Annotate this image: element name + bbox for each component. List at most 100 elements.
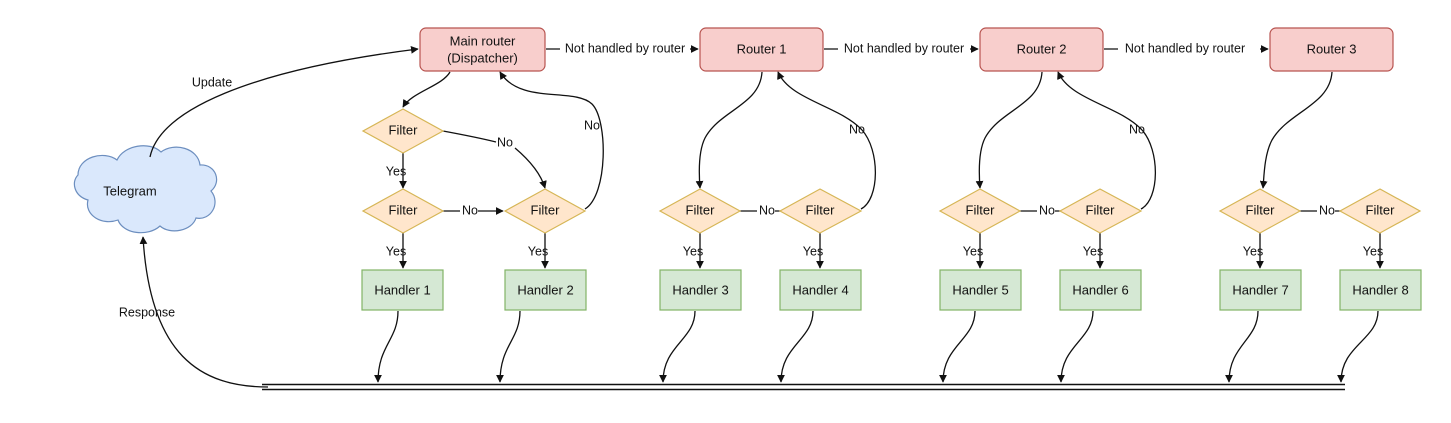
edge-label-update: Update [192, 75, 232, 89]
edge-handler5-to-bus [939, 310, 976, 383]
edge-router1-to-filter-left [695, 71, 763, 189]
cloud-shape [73, 145, 218, 234]
edge-filter-top-no-to-filter-right [442, 130, 545, 188]
filter-main-left-shape [361, 188, 445, 234]
edge-router2-to-filter-left [975, 71, 1043, 189]
handler-2-label: Handler 2 [517, 282, 573, 297]
router-2-label: Router 2 [1017, 41, 1067, 56]
edge-label-no-r1-mid: No [759, 203, 775, 217]
edge-label-no-main-return: No [584, 118, 600, 132]
handler-7-label: Handler 7 [1232, 282, 1288, 297]
edge-handler6-to-bus [1057, 310, 1094, 383]
edge-label-yes-2: Yes [386, 244, 406, 258]
edge-handler8-to-bus [1337, 310, 1379, 383]
handler-6-label: Handler 6 [1072, 282, 1128, 297]
handler-5-label: Handler 5 [952, 282, 1008, 297]
edge-label-no-r3-mid: No [1319, 203, 1335, 217]
filter-r3-left-label: Filter [1246, 202, 1276, 217]
main-router-shape [419, 27, 546, 72]
filter-main-right-label: Filter [531, 202, 561, 217]
filter-r3-right-node[interactable]: Filter [1338, 188, 1422, 234]
edge-label-yes-4: Yes [683, 244, 703, 258]
handler-1-node[interactable]: Handler 1 [361, 269, 444, 311]
edge-label-yes-3: Yes [528, 244, 548, 258]
edge-label-yes-5: Yes [803, 244, 823, 258]
filter-main-left-node[interactable]: Filter [361, 188, 445, 234]
edge-label-not-handled-1: Not handled by router [565, 41, 685, 55]
edge-handler2-to-bus [496, 310, 521, 383]
edge-handler1-to-bus [374, 310, 399, 383]
router-2-node[interactable]: Router 2 [979, 27, 1104, 72]
edge-filter-main-right-to-main [499, 71, 604, 210]
filter-main-right-node[interactable]: Filter [503, 188, 587, 234]
filter-main-top-label: Filter [389, 122, 419, 137]
filter-main-top-shape [361, 108, 445, 154]
filter-r1-right-label: Filter [806, 202, 836, 217]
handler-8-node[interactable]: Handler 8 [1339, 269, 1422, 311]
edge-update [149, 46, 419, 158]
edge-label-no-main-top: No [497, 135, 513, 149]
edge-filter-r1-right-to-router1 [777, 71, 877, 210]
router-1-node[interactable]: Router 1 [699, 27, 824, 72]
filter-r2-left-label: Filter [966, 202, 996, 217]
router-3-node[interactable]: Router 3 [1269, 27, 1394, 72]
handler-6-shape [1059, 269, 1142, 311]
filter-r1-right-node[interactable]: Filter [778, 188, 863, 234]
edge-label-not-handled-3: Not handled by router [1125, 41, 1245, 55]
handler-6-node[interactable]: Handler 6 [1059, 269, 1142, 311]
edge-label-yes-1: Yes [386, 164, 406, 178]
filter-r2-left-node[interactable]: Filter [938, 188, 1022, 234]
filter-r1-left-shape [658, 188, 742, 234]
handler-4-node[interactable]: Handler 4 [779, 269, 862, 311]
filter-main-left-label: Filter [389, 202, 419, 217]
handler-1-shape [361, 269, 444, 311]
filter-r3-left-node[interactable]: Filter [1218, 188, 1302, 234]
router-1-label: Router 1 [737, 41, 787, 56]
main-router-node[interactable]: Main router (Dispatcher) [419, 27, 546, 72]
handler-5-node[interactable]: Handler 5 [939, 269, 1022, 311]
filter-main-right-shape [503, 188, 587, 234]
edge-label-response: Response [119, 305, 175, 319]
handler-3-shape [659, 269, 742, 311]
edge-response [139, 236, 269, 388]
handler-7-node[interactable]: Handler 7 [1219, 269, 1302, 311]
filter-r1-left-label: Filter [686, 202, 716, 217]
filter-r1-left-node[interactable]: Filter [658, 188, 742, 234]
handler-8-shape [1339, 269, 1422, 311]
edge-label-yes-8: Yes [1243, 244, 1263, 258]
main-router-label-line2: (Dispatcher) [447, 50, 518, 65]
filter-r3-right-label: Filter [1366, 202, 1396, 217]
edge-filter-r2-right-to-router2 [1057, 71, 1157, 210]
handler-2-node[interactable]: Handler 2 [504, 269, 587, 311]
edge-handler4-to-bus [777, 310, 814, 383]
edge-main-to-filter-top [402, 71, 451, 108]
edge-label-not-handled-2: Not handled by router [844, 41, 964, 55]
filter-r3-left-shape [1218, 188, 1302, 234]
telegram-cloud-node[interactable]: Telegram [73, 145, 218, 234]
filter-r2-right-node[interactable]: Filter [1058, 188, 1143, 234]
handler-5-shape [939, 269, 1022, 311]
handler-4-shape [779, 269, 862, 311]
filter-r1-right-shape [778, 188, 863, 234]
edge-label-no-main-mid: No [462, 203, 478, 217]
edge-router3-to-filter-left [1259, 71, 1333, 189]
router-3-label: Router 3 [1307, 41, 1357, 56]
edge-label-no-r2-mid: No [1039, 203, 1055, 217]
filter-r3-right-shape [1338, 188, 1422, 234]
filter-r2-right-label: Filter [1086, 202, 1116, 217]
edge-handler7-to-bus [1225, 310, 1259, 383]
handler-1-label: Handler 1 [374, 282, 430, 297]
handler-2-shape [504, 269, 587, 311]
handler-4-label: Handler 4 [792, 282, 848, 297]
edge-label-no-r2-return: No [1129, 122, 1145, 136]
edge-handler3-to-bus [659, 310, 696, 383]
handler-3-label: Handler 3 [672, 282, 728, 297]
filter-main-top-node[interactable]: Filter [361, 108, 445, 154]
handler-8-label: Handler 8 [1352, 282, 1408, 297]
handler-3-node[interactable]: Handler 3 [659, 269, 742, 311]
edge-label-no-r1-return: No [849, 122, 865, 136]
edge-label-yes-6: Yes [963, 244, 983, 258]
filter-r2-left-shape [938, 188, 1022, 234]
handler-7-shape [1219, 269, 1302, 311]
